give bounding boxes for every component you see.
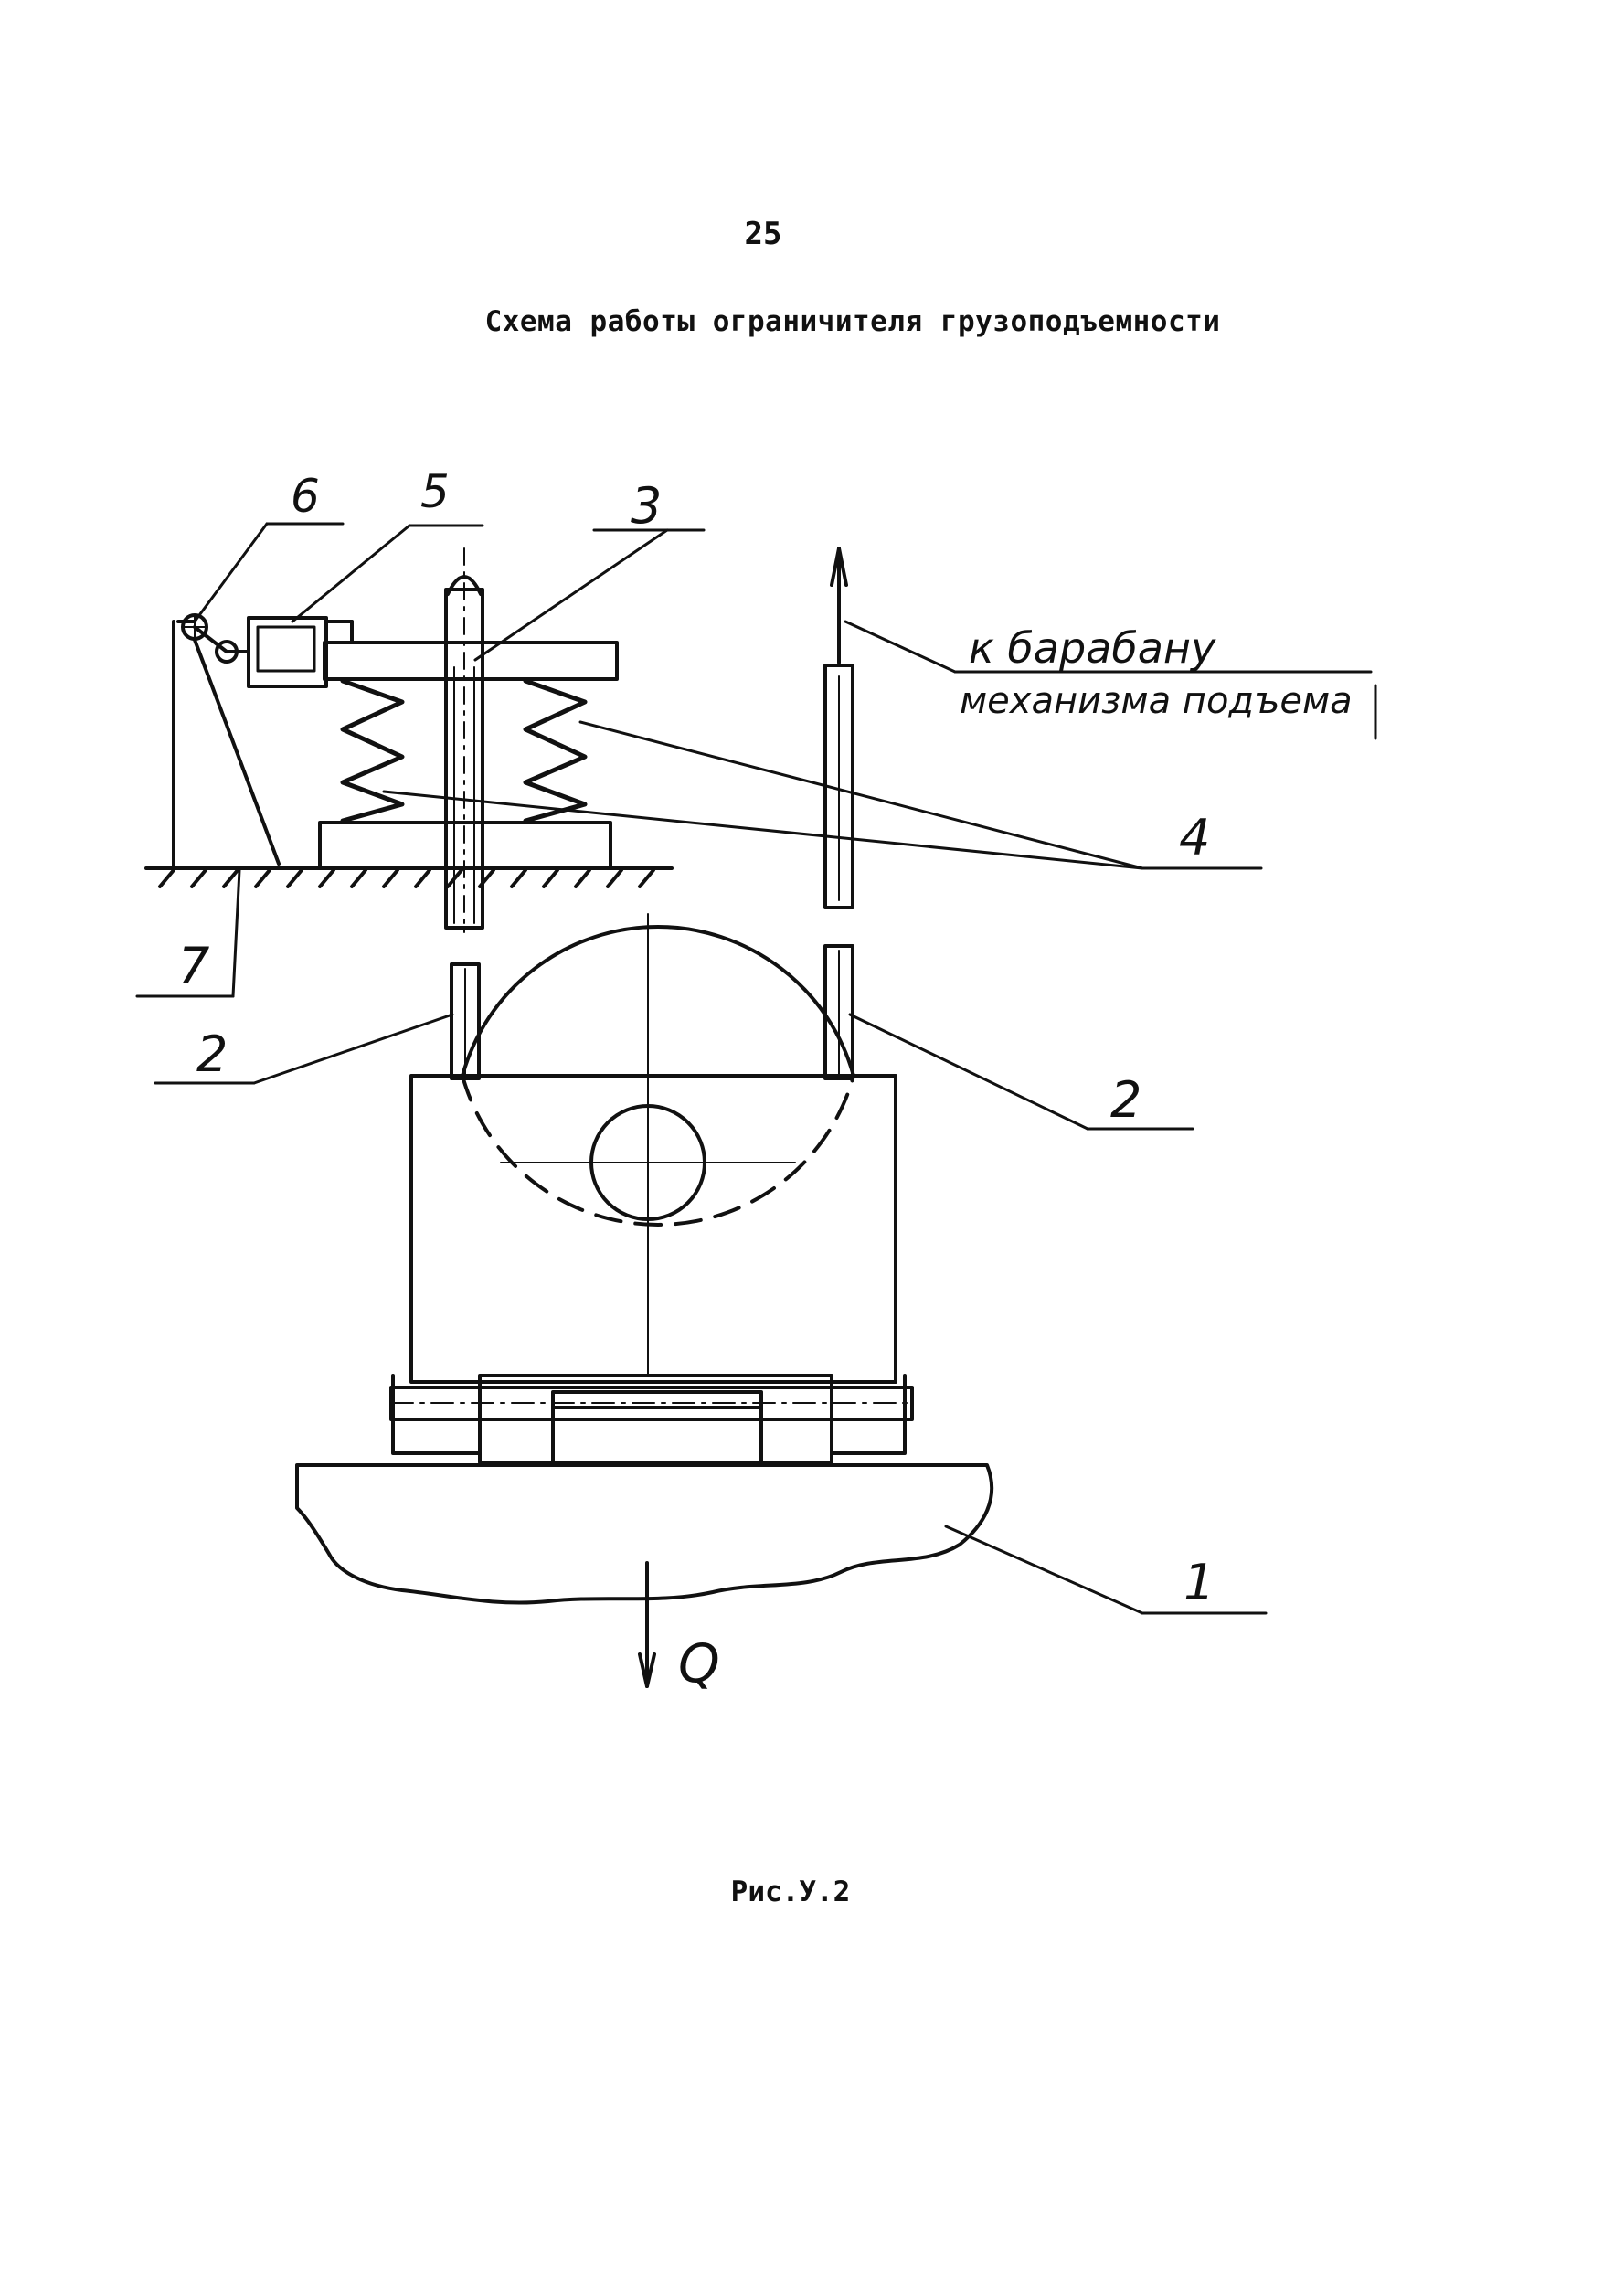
load-arrow (638, 1561, 656, 1688)
springs (340, 678, 588, 823)
pressure-beam (323, 641, 619, 681)
rope-to-drum (823, 547, 854, 1080)
ground-hatching (144, 866, 674, 888)
leader-lines (135, 522, 1377, 1615)
figure-caption: Рис.У.2 (730, 1875, 851, 1908)
sheave (461, 913, 855, 1376)
drum-note-line2: механизма подъема (960, 680, 1353, 722)
page-title: Схема работы ограничителя грузоподъемнос… (484, 305, 1221, 338)
callout-4: 4 (1179, 809, 1210, 866)
signal-device (172, 613, 281, 870)
callout-7: 7 (178, 937, 209, 994)
page-number: 25 (744, 216, 782, 252)
callout-5: 5 (420, 465, 450, 518)
limit-switch (247, 616, 354, 688)
hook-block-housing (409, 1074, 897, 1384)
callout-2-right: 2 (1110, 1071, 1141, 1129)
central-rod (444, 547, 484, 933)
callout-1: 1 (1184, 1554, 1215, 1611)
rope-left-lower (450, 962, 481, 1080)
load-plate (391, 1374, 907, 1455)
drum-note-line1: к барабану (969, 623, 1216, 673)
load-label-q: Q (678, 1632, 720, 1695)
block-axle (389, 1374, 914, 1464)
callout-2-left: 2 (196, 1025, 228, 1083)
load-body (295, 1463, 994, 1605)
callout-6: 6 (291, 470, 320, 523)
callout-3: 3 (631, 477, 662, 535)
